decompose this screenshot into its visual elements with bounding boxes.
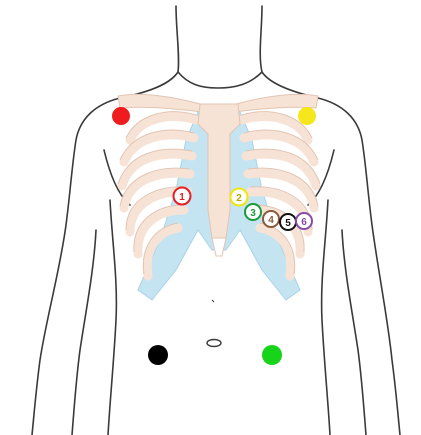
abdomen-line [212, 300, 214, 302]
left-flank [108, 200, 116, 435]
right-arm-inner [342, 230, 366, 435]
left-arm-electrode [298, 107, 316, 125]
trapezius-left [178, 72, 262, 88]
chest-electrode-v4: 4 [263, 211, 279, 227]
right-leg-electrode [148, 345, 168, 365]
navel [207, 340, 221, 347]
chest-electrode-label: 1 [179, 192, 185, 203]
left-arm-inner [72, 230, 96, 435]
right-shoulder-outline [318, 98, 400, 435]
left-leg-electrode [262, 345, 282, 365]
chest-electrode-v5: 5 [280, 214, 296, 230]
chest-electrode-label: 4 [268, 215, 274, 226]
left-clavicle [118, 94, 202, 112]
chest-electrode-label: 2 [236, 193, 242, 204]
xiphoid-process [212, 238, 226, 256]
chest-electrode-v1: 1 [174, 188, 191, 205]
right-flank [322, 200, 330, 435]
chest-electrode-label: 5 [285, 218, 291, 229]
chest-electrode-label: 3 [250, 208, 256, 219]
rib-cage [118, 94, 320, 300]
chest-electrode-v3: 3 [245, 204, 261, 220]
chest-electrode-label: 6 [301, 217, 307, 228]
neck-outline-right [260, 6, 318, 98]
right-arm-electrode [112, 107, 130, 125]
neck-outline [120, 6, 179, 98]
chest-electrode-v6: 6 [296, 213, 312, 229]
chest-electrode-v2: 2 [231, 189, 248, 206]
